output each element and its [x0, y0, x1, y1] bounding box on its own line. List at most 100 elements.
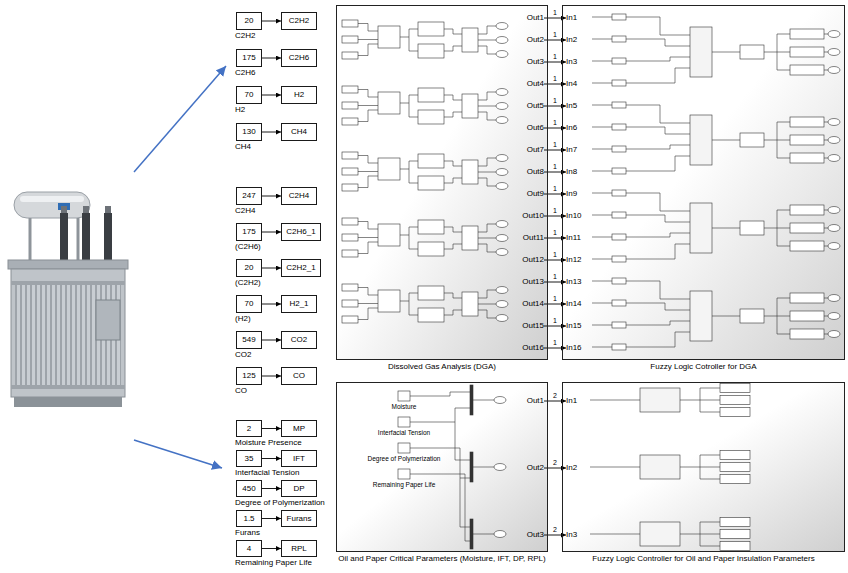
internal-block — [612, 124, 626, 130]
internal-block — [720, 408, 750, 417]
input-port: In4 — [566, 79, 577, 89]
constant-block: 175(C2H6) — [236, 223, 262, 241]
internal-wire — [824, 334, 828, 335]
input-port: In15 — [566, 321, 582, 331]
internal-wire — [592, 193, 612, 194]
signal-dimension: 1 — [552, 185, 558, 193]
constant-value: 450 — [242, 481, 255, 496]
block-name: Remaining Paper Life — [235, 558, 312, 567]
internal-block — [398, 469, 410, 479]
port-name: In5 — [566, 101, 577, 111]
goto-tag: IFT — [281, 450, 317, 467]
constant-value: 175 — [242, 224, 255, 240]
internal-wire — [824, 140, 828, 141]
internal-wire — [478, 40, 496, 41]
port-name: In16 — [566, 343, 582, 353]
port-name: In4 — [566, 79, 577, 89]
signal-line — [262, 196, 281, 197]
internal-block — [740, 221, 764, 235]
output-port: Out3 — [527, 530, 544, 540]
port-name: In3 — [566, 530, 577, 540]
internal-wire — [478, 304, 496, 305]
internal-block — [612, 36, 626, 42]
signal-line — [262, 304, 281, 305]
port-name: Out2 — [527, 463, 544, 473]
internal-wire — [626, 233, 690, 237]
internal-wire — [358, 222, 378, 230]
internal-block — [720, 384, 750, 393]
internal-wire — [400, 227, 418, 235]
port-oval — [828, 119, 840, 126]
output-port: Out2 — [527, 463, 544, 473]
block-caption: Dissolved Gas Analysis (DGA) — [388, 362, 496, 372]
internal-block — [342, 118, 358, 125]
internal-block — [790, 117, 824, 127]
internal-wire — [444, 178, 462, 183]
internal-block — [462, 226, 478, 250]
internal-block — [342, 234, 358, 241]
internal-wire — [455, 422, 470, 460]
block-name: (C2H6) — [235, 242, 261, 251]
internal-wire — [824, 34, 828, 35]
internal-wire — [626, 105, 690, 123]
internal-wire — [400, 95, 418, 103]
block-name: Interfacial Tension — [378, 429, 430, 436]
internal-block — [720, 542, 750, 551]
internal-wire — [626, 332, 690, 347]
internal-block — [720, 475, 750, 484]
input-port: In12 — [566, 255, 582, 265]
internal-block — [342, 218, 358, 225]
internal-wire — [592, 171, 612, 172]
internal-block — [690, 203, 712, 253]
internal-wire — [473, 467, 494, 468]
port-oval — [828, 313, 840, 320]
signal-dimension: 1 — [552, 119, 558, 127]
tank-base — [14, 397, 122, 407]
internal-wire — [592, 61, 612, 62]
goto-tag: DP — [281, 480, 317, 497]
internal-wire — [824, 246, 828, 247]
port-name: In11 — [566, 233, 581, 243]
input-port: In7 — [566, 145, 577, 155]
bushing-cap — [105, 206, 111, 214]
output-port: Out5 — [527, 101, 544, 111]
port-name: Out3 — [527, 530, 544, 540]
internal-wire — [700, 467, 720, 468]
tag-name: RPL — [291, 541, 307, 556]
output-port: Out10 — [522, 211, 544, 221]
constant-block: 175C2H6 — [236, 49, 262, 67]
tank-cover — [8, 260, 128, 269]
internal-block — [470, 385, 473, 415]
goto-tag: Furans — [281, 510, 317, 527]
goto-tag: C2H4 — [281, 187, 317, 205]
internal-wire — [444, 46, 462, 51]
block-ground — [562, 5, 845, 360]
internal-wire — [680, 534, 700, 535]
input-port: In3 — [566, 57, 577, 67]
block-grounds — [336, 5, 845, 552]
internal-wire — [592, 259, 612, 260]
internal-block — [612, 278, 626, 284]
output-port: Out4 — [527, 79, 544, 89]
internal-wire — [626, 303, 690, 310]
internal-wire — [777, 140, 790, 141]
internal-wire — [712, 316, 740, 317]
input-port: In8 — [566, 167, 577, 177]
internal-wire — [478, 46, 496, 54]
signal-dimension: 2 — [552, 526, 558, 534]
internal-block — [462, 28, 478, 52]
internal-wire — [478, 310, 496, 318]
port-name: In7 — [566, 145, 577, 155]
constant-block: 125CO — [236, 367, 262, 385]
goto-tag: C2H2_1 — [281, 259, 321, 277]
block-name: (C2H2) — [235, 278, 261, 287]
internal-block — [612, 102, 626, 108]
signal-dimension: 1 — [552, 9, 558, 17]
port-name: In1 — [566, 396, 577, 406]
constant-block: 130CH4 — [236, 123, 262, 141]
port-name: Out1 — [527, 13, 544, 23]
port-oval — [828, 49, 840, 56]
signal-dimension: 1 — [552, 295, 558, 303]
input-port: In16 — [566, 343, 582, 353]
internal-wire — [409, 235, 418, 249]
